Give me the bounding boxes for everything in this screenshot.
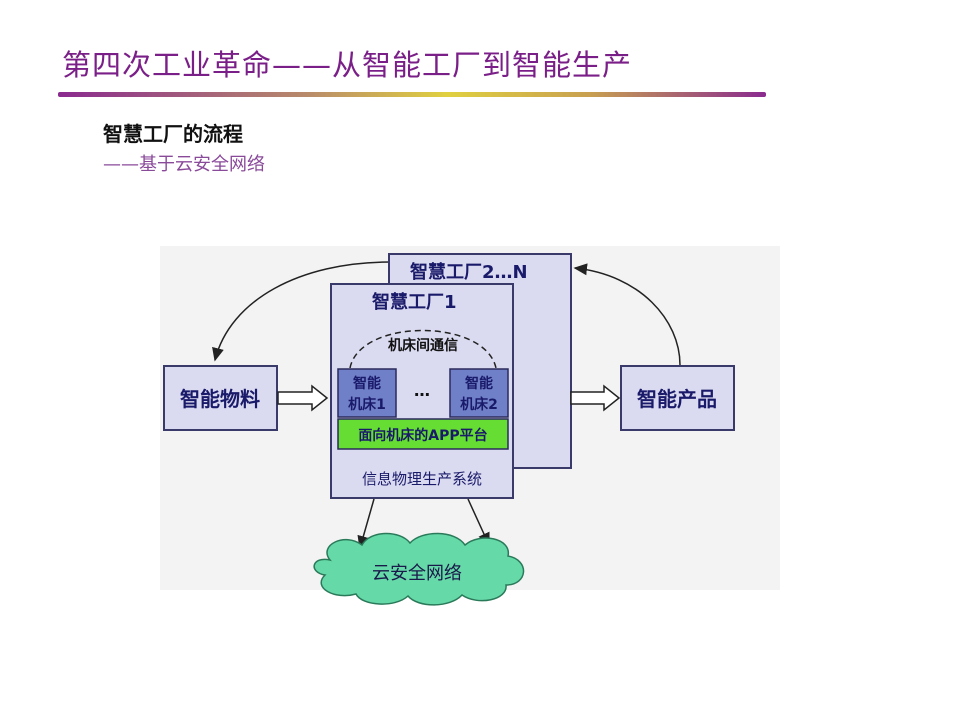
machine-comm-label: 机床间通信	[388, 337, 458, 354]
output-product-label: 智能产品	[637, 387, 717, 411]
return-arrow-right	[573, 263, 681, 366]
cloud-network-shape	[313, 532, 525, 606]
slide-title: 第四次工业革命——从智能工厂到智能生产	[62, 48, 633, 82]
factory-front-label: 智慧工厂1	[372, 291, 457, 313]
section-subheading: ——基于云安全网络	[103, 154, 265, 175]
cloud-network-label: 云安全网络	[372, 563, 462, 584]
title-divider	[58, 92, 766, 97]
input-material-label: 智能物料	[180, 387, 260, 411]
machine-2-label-line2: 机床2	[460, 396, 498, 413]
input-material-box	[163, 365, 278, 431]
cloud-arrow-left	[357, 498, 375, 550]
machine-1-box	[337, 368, 397, 418]
output-flow-arrow	[570, 384, 621, 412]
return-arrow-left	[212, 261, 391, 362]
machine-2-label-line1: 智能	[464, 375, 493, 392]
machine-2-box	[449, 368, 509, 418]
section-heading: 智慧工厂的流程	[103, 122, 243, 146]
machine-1-label-line1: 智能	[352, 375, 381, 392]
machine-ellipsis: …	[414, 381, 430, 400]
factory-back-label: 智慧工厂2…N	[410, 261, 528, 283]
app-platform-bar	[337, 418, 509, 450]
cps-label: 信息物理生产系统	[362, 470, 482, 488]
machine-1-label-line2: 机床1	[348, 396, 386, 413]
app-platform-label: 面向机床的APP平台	[358, 427, 487, 444]
output-product-box	[620, 365, 735, 431]
input-flow-arrow	[277, 384, 329, 412]
